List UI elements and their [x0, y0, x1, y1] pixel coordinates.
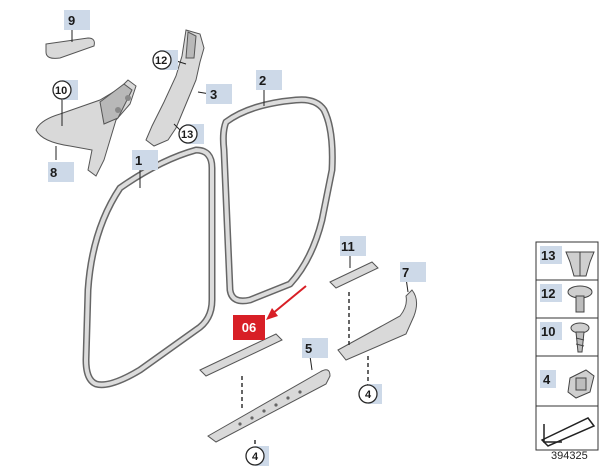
part-11-sill-cover[interactable] — [329, 261, 379, 289]
highlight-arrow — [266, 285, 307, 320]
part-9-trim-cover[interactable] — [45, 37, 95, 59]
leader-5 — [309, 355, 313, 371]
clip-icon — [565, 251, 595, 277]
callout-12[interactable]: 12 — [152, 50, 178, 70]
svg-text:4: 4 — [365, 389, 372, 401]
part-3-pillar-trim[interactable] — [145, 29, 205, 147]
legend-item-10[interactable]: 10 — [540, 322, 590, 353]
svg-text:10: 10 — [541, 324, 555, 339]
part-1-door-seal-front[interactable] — [82, 146, 216, 389]
legend-item-12[interactable]: 12 — [540, 284, 593, 313]
callout-8[interactable]: 8 — [48, 162, 74, 182]
reference-number: 394325 — [551, 450, 588, 462]
part-06-sill-cover[interactable] — [199, 333, 283, 377]
callout-4-front[interactable]: 4 — [245, 446, 269, 466]
svg-text:3: 3 — [210, 87, 217, 102]
svg-text:5: 5 — [305, 341, 312, 356]
svg-text:7: 7 — [402, 265, 409, 280]
callout-9[interactable]: 9 — [64, 10, 90, 30]
legend-panel: 13 12 10 4 — [535, 241, 599, 451]
svg-text:8: 8 — [50, 165, 57, 180]
callout-1[interactable]: 1 — [132, 150, 158, 170]
part-7-rear-sill-trim[interactable] — [337, 289, 418, 361]
svg-text:4: 4 — [543, 372, 551, 387]
svg-text:13: 13 — [541, 248, 555, 263]
svg-text:13: 13 — [181, 129, 193, 141]
svg-text:4: 4 — [252, 451, 259, 463]
callout-10[interactable]: 10 — [52, 80, 78, 100]
callout-4-rear[interactable]: 4 — [358, 384, 382, 404]
callout-5[interactable]: 5 — [302, 338, 328, 358]
part-5-front-sill-trim[interactable] — [207, 369, 331, 443]
leader-13 — [173, 123, 181, 131]
expanding-rivet-icon — [567, 285, 593, 313]
svg-text:9: 9 — [68, 13, 75, 28]
callout-11[interactable]: 11 — [340, 236, 366, 256]
callout-13[interactable]: 13 — [178, 124, 204, 144]
svg-text:2: 2 — [259, 73, 266, 88]
svg-text:10: 10 — [55, 85, 67, 97]
part-2-door-seal-rear[interactable] — [219, 96, 336, 305]
callout-3[interactable]: 3 — [206, 84, 232, 104]
legend-item-arrow — [540, 417, 596, 447]
screw-icon — [570, 322, 590, 353]
highlight-badge-06[interactable]: 06 — [233, 315, 265, 340]
svg-text:12: 12 — [155, 55, 167, 67]
legend-item-13[interactable]: 13 — [540, 246, 595, 277]
part-8-pillar-trim[interactable] — [35, 79, 137, 177]
callout-7[interactable]: 7 — [400, 262, 426, 282]
callout-2[interactable]: 2 — [256, 70, 282, 90]
svg-text:11: 11 — [341, 239, 355, 254]
clip-nut-icon — [567, 369, 595, 399]
svg-text:1: 1 — [135, 153, 142, 168]
arrow-right-icon — [540, 417, 596, 447]
legend-item-4[interactable]: 4 — [540, 369, 595, 399]
svg-text:12: 12 — [541, 286, 555, 301]
